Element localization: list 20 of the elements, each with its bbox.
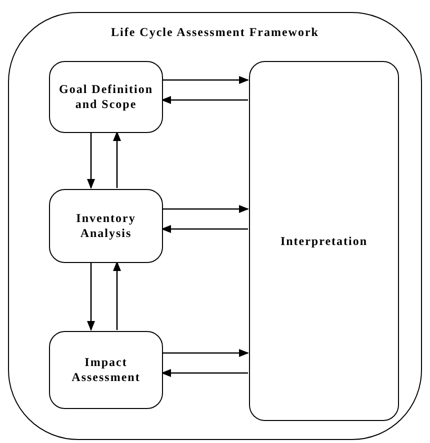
arrow [161, 369, 248, 377]
arrow [87, 132, 95, 189]
stage-box [49, 331, 163, 409]
framework-frame [8, 12, 422, 440]
stage-label: Impact Assessment [70, 355, 142, 385]
arrow [113, 131, 121, 188]
frame-title: Life Cycle Assessment Framework [110, 24, 320, 41]
arrow [87, 262, 95, 331]
stage-box [49, 61, 163, 133]
arrow [162, 205, 249, 213]
stage-label: Interpretation [280, 234, 368, 248]
arrow [161, 96, 248, 104]
stage-label: Inventory Analysis [75, 211, 137, 241]
arrow [162, 76, 249, 84]
arrow [113, 261, 121, 330]
arrow [162, 349, 249, 357]
stage-box [249, 61, 399, 421]
stage-label: Goal Definition and Scope [58, 82, 154, 112]
arrow [161, 225, 248, 233]
stage-box [49, 189, 163, 263]
